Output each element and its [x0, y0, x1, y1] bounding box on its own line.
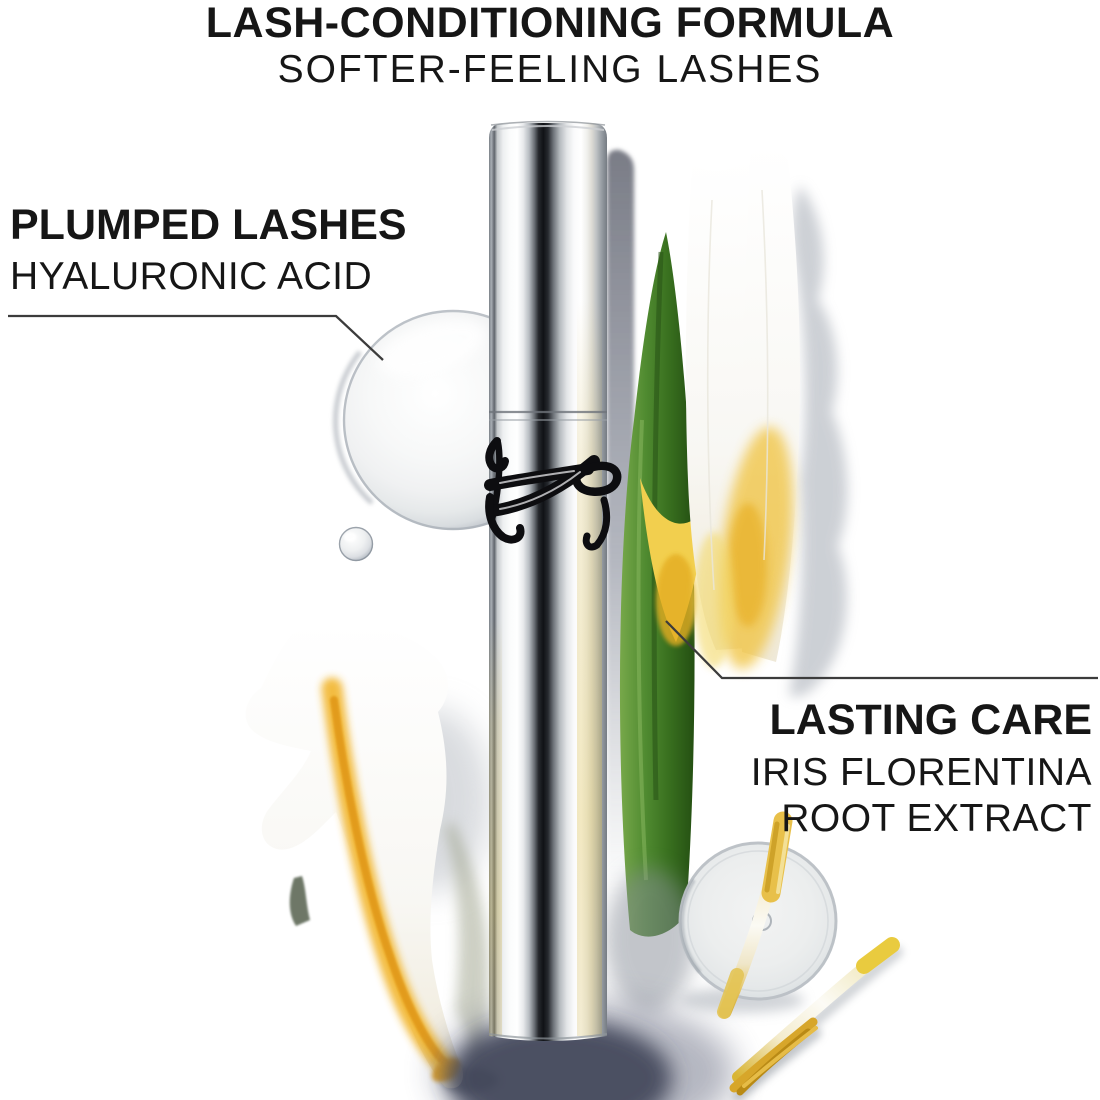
petal-stem-shadow	[289, 876, 310, 926]
iris-root-fragments	[729, 1017, 822, 1100]
petal-cast-shadow	[445, 820, 489, 1085]
headline-title: LASH-CONDITIONING FORMULA	[205, 0, 895, 47]
tube-floor-shadow	[448, 1020, 672, 1100]
iris-leaf-highlight	[636, 419, 648, 881]
tube-top-edge	[490, 120, 606, 126]
iris-flower-shadow	[789, 185, 848, 697]
callout-right-ingredient: IRIS FLORENTINA ROOT EXTRACT	[751, 750, 1092, 841]
callout-right-ingredient-line2: ROOT EXTRACT	[781, 796, 1092, 840]
tube-yellow-reflection-right	[577, 300, 602, 1036]
mascara-tube	[484, 120, 622, 1041]
callout-left-title: PLUMPED LASHES	[10, 201, 407, 249]
leader-line-left	[8, 314, 384, 361]
callout-right-ingredient-line1: IRIS FLORENTINA	[750, 751, 1092, 795]
tube-bottom-edge	[488, 1033, 608, 1040]
leaf-bottom-shadow	[605, 868, 695, 1012]
headline-subtitle: SOFTER-FEELING LASHES	[277, 47, 823, 91]
iris-petal-texture	[706, 189, 769, 591]
iris-root-stick-1	[717, 811, 793, 1019]
callout-lasting-care: LASTING CARE IRIS FLORENTINA ROOT EXTRAC…	[751, 696, 1093, 842]
callout-left-ingredient: HYALURONIC ACID	[10, 255, 373, 299]
iris-petal-yellow-deep	[729, 503, 767, 627]
iris-leaf-vein	[651, 251, 664, 801]
tube-yellow-reflection-left	[489, 620, 502, 1036]
iris-flower-bud	[619, 144, 800, 937]
iris-petal-icon	[245, 623, 498, 1092]
tube-top-rim	[491, 125, 605, 131]
petal-orange-core	[330, 696, 452, 1070]
iris-petal-yellow-soft	[694, 532, 734, 668]
leader-line-right	[665, 620, 1098, 680]
callout-right-title: LASTING CARE	[769, 696, 1093, 744]
iris-throat-deep	[656, 554, 696, 646]
mini-droplet-icon	[338, 526, 374, 562]
callout-plumped-lashes: PLUMPED LASHES HYALURONIC ACID	[10, 201, 407, 300]
ysl-cassandre-monogram-icon	[484, 437, 622, 551]
headline: LASH-CONDITIONING FORMULA SOFTER-FEELING…	[0, 0, 1100, 91]
